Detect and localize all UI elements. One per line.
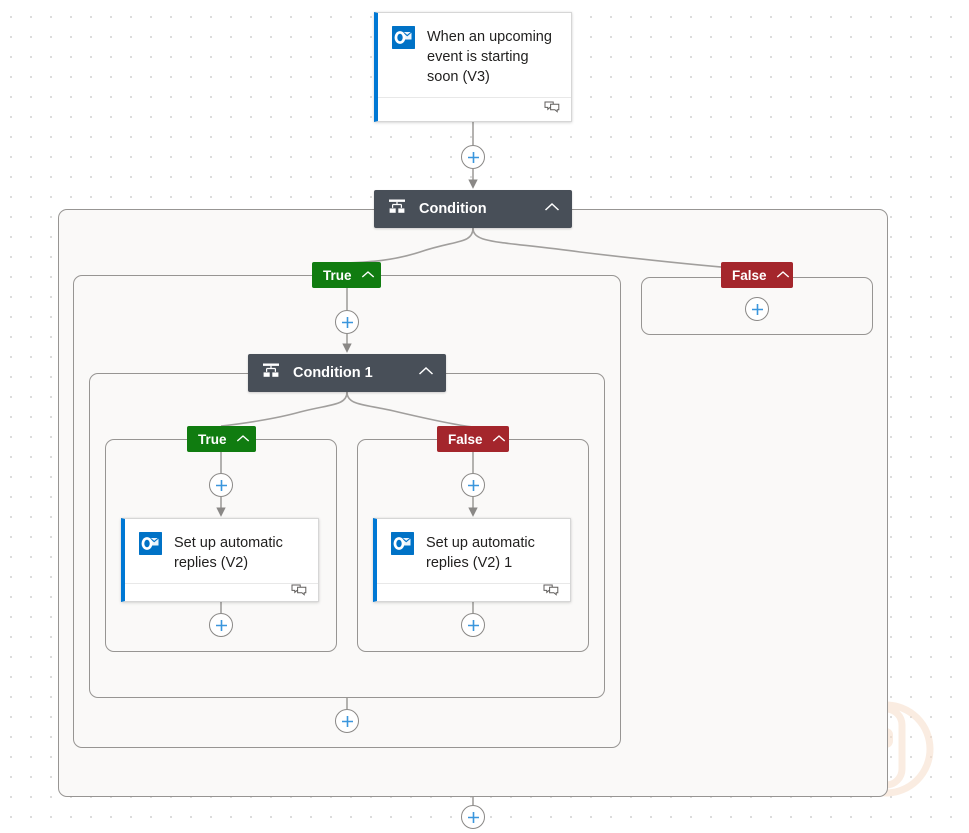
plus-icon	[215, 479, 227, 491]
action-card-footer	[125, 583, 318, 602]
add-step-button-after-trigger[interactable]	[461, 145, 485, 169]
action-card-set-automatic-replies[interactable]: Set up automatic replies (V2)	[121, 518, 319, 602]
plus-icon	[467, 619, 479, 631]
add-step-button-true-branch-bottom[interactable]	[335, 709, 359, 733]
action-card-body: Set up automatic replies (V2)	[125, 519, 318, 583]
condition-icon	[388, 198, 406, 220]
action-card-set-automatic-replies-1[interactable]: Set up automatic replies (V2) 1	[373, 518, 571, 602]
chevron-up-icon[interactable]	[544, 200, 560, 218]
condition-icon	[262, 362, 280, 384]
add-step-button-condition1-false-top[interactable]	[461, 473, 485, 497]
chevron-up-icon[interactable]	[418, 364, 434, 382]
branch-badge-false-label: False	[732, 267, 767, 283]
condition1-node[interactable]: Condition 1	[248, 354, 446, 392]
add-step-button-condition1-false-bottom[interactable]	[461, 613, 485, 637]
condition-node[interactable]: Condition	[374, 190, 572, 228]
plus-icon	[341, 715, 353, 727]
branch-badge-true-label: True	[323, 267, 352, 283]
trigger-card-body: When an upcoming event is starting soon …	[378, 13, 571, 97]
comments-icon[interactable]	[291, 584, 307, 602]
add-step-button-true-branch-top[interactable]	[335, 310, 359, 334]
branch-badge-true[interactable]: True	[312, 262, 381, 288]
action-card-title: Set up automatic replies (V2)	[174, 535, 283, 571]
condition1-branch-badge-true-label: True	[198, 431, 227, 447]
action-card-title: Set up automatic replies (V2) 1	[426, 535, 535, 571]
action-card-body: Set up automatic replies (V2) 1	[377, 519, 570, 583]
chevron-up-icon[interactable]	[236, 432, 250, 447]
comments-icon[interactable]	[543, 584, 559, 602]
trigger-title: When an upcoming event is starting soon …	[427, 29, 552, 85]
condition1-branch-badge-false-label: False	[448, 431, 483, 447]
add-step-button-flow-end[interactable]	[461, 805, 485, 829]
plus-icon	[467, 479, 479, 491]
comments-icon[interactable]	[544, 101, 560, 119]
add-step-button-false-branch[interactable]	[745, 297, 769, 321]
plus-icon	[467, 811, 479, 823]
outlook-icon	[391, 532, 414, 555]
trigger-card[interactable]: When an upcoming event is starting soon …	[374, 12, 572, 122]
outlook-icon	[392, 26, 415, 49]
chevron-up-icon[interactable]	[361, 268, 375, 283]
plus-icon	[467, 151, 479, 163]
chevron-up-icon[interactable]	[492, 432, 506, 447]
plus-icon	[215, 619, 227, 631]
condition1-node-label: Condition 1	[293, 365, 373, 381]
trigger-card-footer	[378, 97, 571, 121]
action-card-footer	[377, 583, 570, 602]
outlook-icon	[139, 532, 162, 555]
condition1-branch-badge-true[interactable]: True	[187, 426, 256, 452]
chevron-up-icon[interactable]	[776, 268, 790, 283]
condition1-branch-badge-false[interactable]: False	[437, 426, 509, 452]
condition-node-label: Condition	[419, 201, 487, 217]
add-step-button-condition1-true-top[interactable]	[209, 473, 233, 497]
plus-icon	[341, 316, 353, 328]
branch-badge-false[interactable]: False	[721, 262, 793, 288]
plus-icon	[751, 303, 763, 315]
add-step-button-condition1-true-bottom[interactable]	[209, 613, 233, 637]
